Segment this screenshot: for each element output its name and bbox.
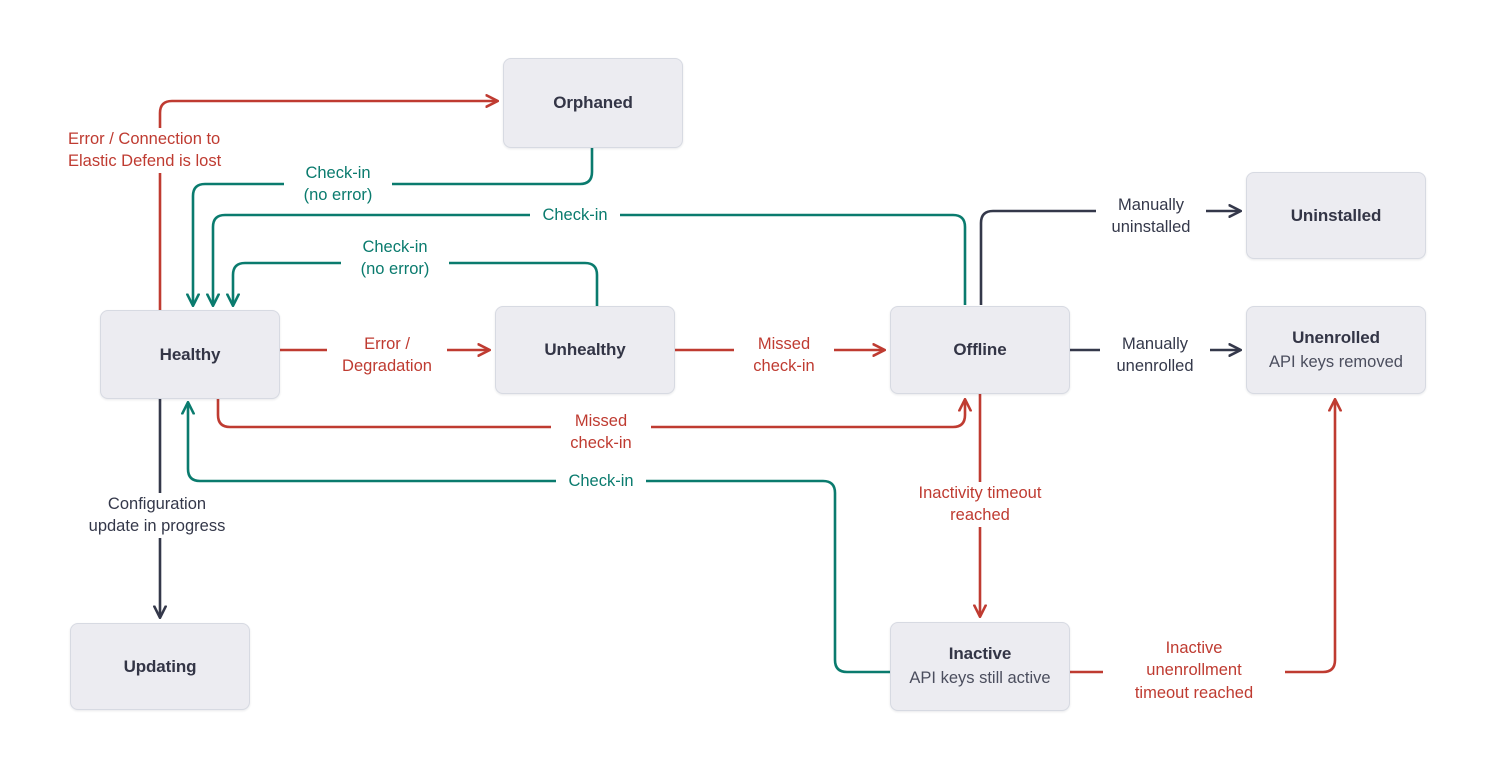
edge-label-healthy-to-unhealthy: Error / Degradation [327, 333, 447, 378]
edge-label-healthy-to-updating: Configuration update in progress [62, 493, 252, 538]
edge-label-healthy-to-offline: Missed check-in [551, 410, 651, 455]
node-uninstalled-title: Uninstalled [1290, 205, 1382, 225]
edge-inactive-to-healthy [188, 403, 890, 674]
node-unenrolled-subtitle: API keys removed [1269, 352, 1403, 371]
edge-label-unhealthy-to-healthy: Check-in (no error) [341, 236, 449, 281]
node-orphaned[interactable]: Orphaned [503, 58, 683, 148]
edge-label-offline-to-unenrolled: Manually unenrolled [1100, 333, 1210, 378]
edge-label-offline-to-healthy: Check-in [530, 204, 620, 227]
node-offline-title: Offline [953, 340, 1007, 360]
edge-label-offline-to-uninstalled: Manually uninstalled [1096, 194, 1206, 239]
node-unenrolled[interactable]: Unenrolled API keys removed [1246, 306, 1426, 394]
node-healthy[interactable]: Healthy [100, 310, 280, 399]
node-inactive-title: Inactive [948, 644, 1012, 664]
node-inactive-subtitle: API keys still active [909, 669, 1051, 688]
node-unenrolled-title: Unenrolled [1292, 327, 1380, 347]
node-updating-title: Updating [123, 656, 197, 676]
edge-label-healthy-to-orphaned: Error / Connection to Elastic Defend is … [63, 128, 263, 173]
node-healthy-title: Healthy [159, 344, 221, 364]
node-unhealthy-title: Unhealthy [544, 340, 626, 360]
edge-label-orphaned-to-healthy: Check-in (no error) [284, 162, 392, 207]
edge-label-inactive-to-unenrolled: Inactive unenrollment timeout reached [1103, 637, 1285, 704]
node-offline[interactable]: Offline [890, 306, 1070, 394]
edge-label-inactive-to-healthy: Check-in [556, 470, 646, 493]
edge-label-offline-to-inactive: Inactivity timeout reached [888, 482, 1072, 527]
node-updating[interactable]: Updating [70, 623, 250, 710]
edge-offline-to-healthy [213, 213, 967, 305]
node-uninstalled[interactable]: Uninstalled [1246, 172, 1426, 259]
node-inactive[interactable]: Inactive API keys still active [890, 622, 1070, 711]
edge-inactive-to-unenrolled [1070, 400, 1335, 674]
node-unhealthy[interactable]: Unhealthy [495, 306, 675, 394]
edge-label-unhealthy-to-offline: Missed check-in [734, 333, 834, 378]
node-orphaned-title: Orphaned [553, 93, 633, 113]
